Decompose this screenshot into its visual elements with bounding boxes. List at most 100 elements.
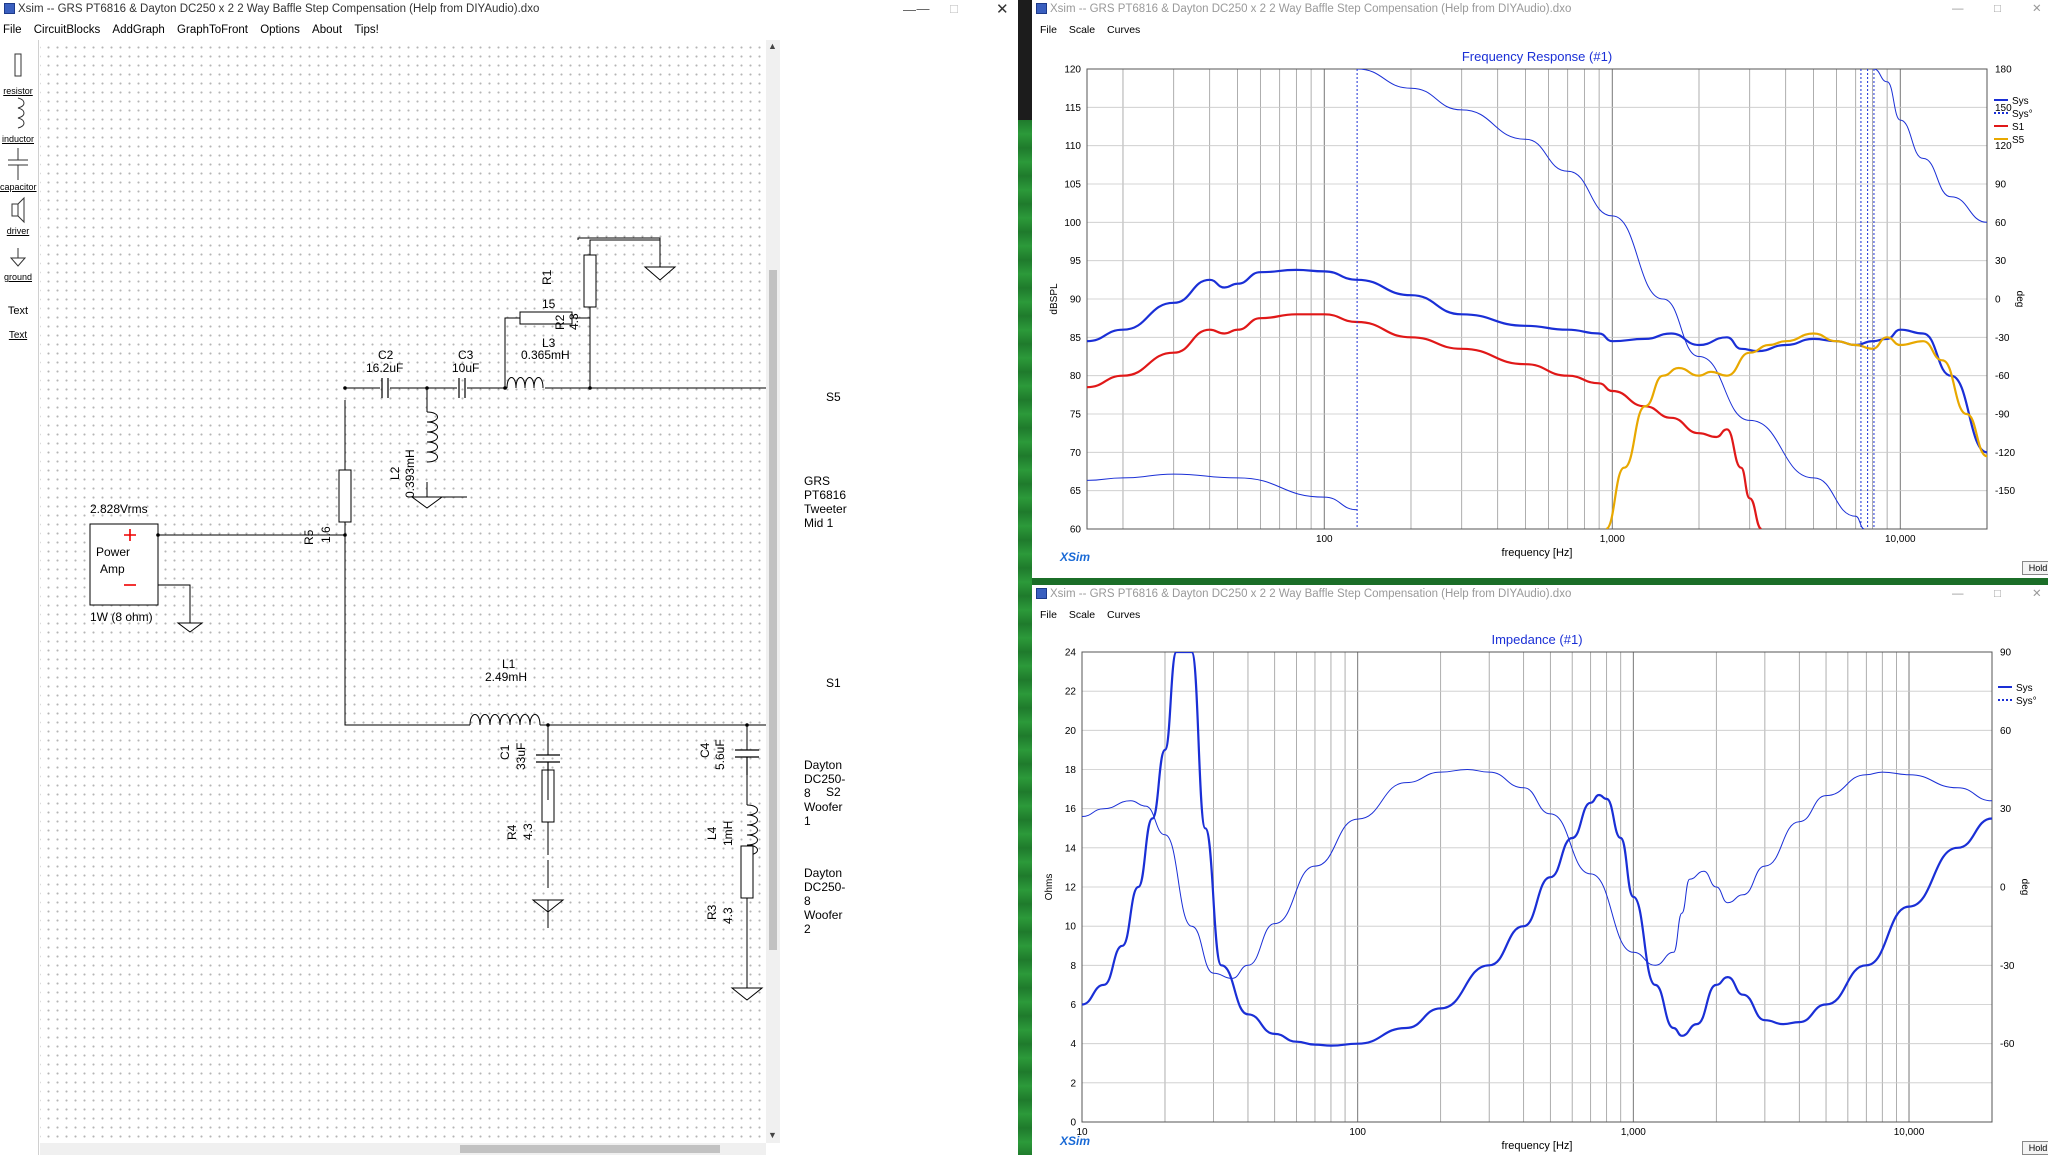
y2-tick-label: 0 — [2000, 883, 2006, 894]
menu-file[interactable]: File — [1040, 609, 1057, 621]
min-icon[interactable]: — — [903, 2, 916, 17]
y-tick-label: 0 — [1070, 1118, 1076, 1129]
y2-tick-label: -30 — [2000, 961, 2015, 972]
menu-curves[interactable]: Curves — [1107, 24, 1141, 36]
maximize-icon[interactable]: □ — [1994, 588, 2001, 600]
y-tick-label: 95 — [1070, 256, 1082, 267]
resistor-r5 — [338, 469, 352, 523]
window-title: Xsim -- GRS PT6816 & Dayton DC250 x 2 2 … — [18, 3, 540, 15]
horizontal-scroll-thumb[interactable] — [460, 1145, 720, 1153]
y-tick-label: 110 — [1065, 141, 1081, 152]
y2-tick-label: 30 — [2000, 804, 2012, 815]
driver-icon — [11, 196, 25, 224]
menu-graphtofront[interactable]: GraphToFront — [177, 24, 248, 36]
freq-title-bar[interactable]: Xsim -- GRS PT6816 & Dayton DC250 x 2 2 … — [1032, 0, 2048, 18]
app-icon — [1036, 3, 1047, 14]
label-c4-value: 5.6uF — [713, 739, 727, 770]
amp-voltage-label: 2.828Vrms — [90, 502, 148, 516]
vertical-scroll-thumb[interactable] — [769, 270, 777, 950]
chart-title: Impedance (#1) — [1491, 632, 1582, 647]
close-icon[interactable]: ✕ — [2032, 588, 2042, 600]
amp-name-line1: Power — [96, 545, 131, 559]
tool-ground[interactable]: ground — [0, 246, 36, 282]
minimize-icon[interactable]: — — [1952, 3, 1964, 15]
tool-label: ground — [3, 272, 33, 282]
close-icon[interactable]: ✕ — [2032, 3, 2042, 15]
menu-tips[interactable]: Tips! — [354, 24, 379, 36]
graph-separator — [1032, 578, 2048, 587]
resistor-r2 — [583, 254, 597, 308]
y2-tick-label: 120 — [1995, 141, 2012, 152]
frequency-response-chart[interactable]: 1201151101051009590858075706560180150120… — [1032, 38, 2048, 578]
horizontal-scrollbar[interactable] — [40, 1143, 766, 1155]
label-c1-ref: C1 — [498, 744, 512, 760]
x-tick-label: 100 — [1316, 534, 1333, 545]
imp-title-bar[interactable]: Xsim -- GRS PT6816 & Dayton DC250 x 2 2 … — [1032, 585, 2048, 603]
series-line-sys — [1873, 69, 1987, 223]
label-r2-value: 4.3 — [567, 313, 581, 330]
y2-tick-label: -60 — [2000, 1039, 2015, 1050]
tool-driver[interactable]: driver — [0, 196, 36, 236]
close-icon[interactable]: ✕ — [996, 1, 1009, 18]
y-tick-label: 10 — [1065, 922, 1077, 933]
tool-resistor[interactable]: resistor — [0, 46, 36, 96]
hold-button[interactable]: Hold — [2022, 561, 2048, 575]
scroll-down-arrow-icon[interactable]: ▼ — [768, 1130, 777, 1140]
series-line-s5 — [1604, 332, 1987, 529]
hold-button[interactable]: Hold — [2022, 1141, 2048, 1155]
y-tick-label: 120 — [1064, 65, 1081, 76]
label-l2-value: 0.393mH — [403, 449, 417, 498]
y-tick-label: 4 — [1070, 1039, 1076, 1050]
y2-tick-label: 90 — [2000, 648, 2012, 659]
menu-about[interactable]: About — [312, 24, 343, 36]
menu-file[interactable]: File — [1040, 24, 1057, 36]
label-s5-name: GRS PT6816 Tweeter Mid 1 — [804, 474, 847, 530]
resistor-r1 — [519, 311, 573, 325]
label-r3-ref: R3 — [705, 904, 719, 920]
vertical-scrollbar[interactable]: ▲ ▼ — [766, 40, 780, 1143]
menu-circuitblocks[interactable]: CircuitBlocks — [33, 24, 101, 36]
app-icon — [4, 3, 15, 14]
y-tick-label: 85 — [1070, 333, 1082, 344]
legend-label: Sys° — [2012, 109, 2033, 120]
x-tick-label: 10,000 — [1894, 1127, 1925, 1138]
menu-scale[interactable]: Scale — [1068, 24, 1096, 36]
y2-tick-label: 0 — [1995, 295, 2001, 306]
schematic-canvas[interactable]: 2.828Vrms Power Amp 1W (8 ohm) C2 16.2uF… — [40, 40, 847, 1143]
y-axis-label: dBSPL — [1049, 283, 1060, 315]
inductor-icon — [17, 97, 25, 129]
app-icon — [1036, 588, 1047, 599]
tool-inductor[interactable]: inductor — [0, 96, 36, 144]
x-axis-label: frequency [Hz] — [1502, 1140, 1573, 1152]
menu-addgraph[interactable]: AddGraph — [112, 24, 165, 36]
menu-file[interactable]: File — [3, 24, 22, 36]
label-c1-value: 33uF — [514, 742, 528, 770]
text-tool: Text — [7, 305, 29, 317]
maximize-icon[interactable]: □ — [1994, 3, 2001, 15]
label-r1-value: 15 — [542, 297, 556, 311]
minimize-icon[interactable]: — — [1952, 588, 1964, 600]
y2-axis-label: deg — [2019, 879, 2030, 896]
capacitor-c4 — [735, 749, 759, 775]
tool-capacitor[interactable]: capacitor — [0, 146, 37, 192]
tool-text[interactable]: Text — [0, 305, 36, 317]
power-amp-symbol — [89, 523, 204, 633]
x-tick-label: 1,000 — [1600, 534, 1625, 545]
x-tick-label: 10 — [1076, 1127, 1088, 1138]
tool-text-link[interactable]: Text — [0, 330, 36, 341]
y-tick-label: 2 — [1070, 1078, 1076, 1089]
schematic-title-bar[interactable]: Xsim -- GRS PT6816 & Dayton DC250 x 2 2 … — [0, 0, 930, 18]
y-tick-label: 80 — [1070, 371, 1082, 382]
scroll-up-arrow-icon[interactable]: ▲ — [768, 41, 777, 51]
menu-scale[interactable]: Scale — [1068, 609, 1096, 621]
y2-tick-label: 60 — [1995, 218, 2007, 229]
minimize-icon[interactable]: — — [916, 1, 930, 16]
menu-curves[interactable]: Curves — [1107, 609, 1141, 621]
menu-options[interactable]: Options — [260, 24, 300, 36]
label-r1-ref: R1 — [540, 269, 554, 285]
ground-icon — [9, 248, 27, 267]
x-axis-label: frequency [Hz] — [1502, 547, 1573, 559]
y-tick-label: 14 — [1065, 843, 1077, 854]
label-r2-ref: R2 — [553, 314, 567, 330]
